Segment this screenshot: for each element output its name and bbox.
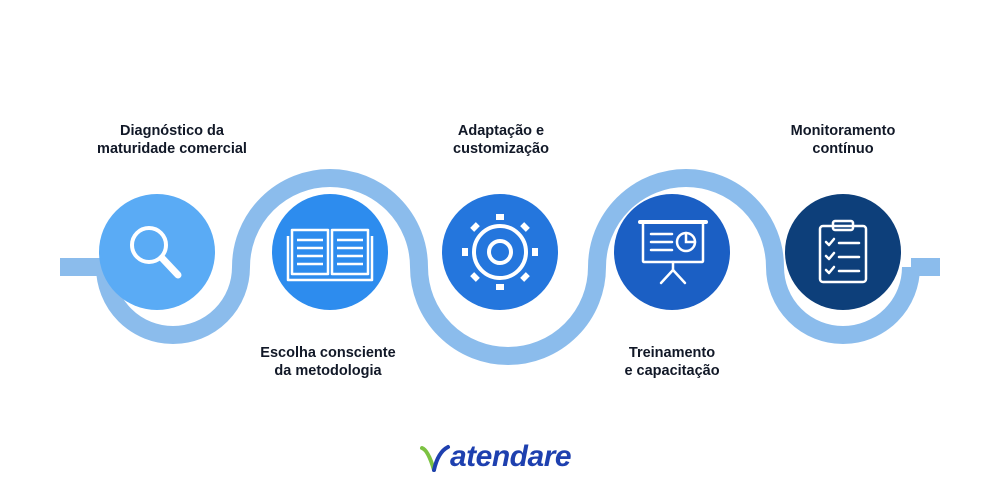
step-2-label-line2: da metodologia	[274, 363, 382, 379]
checklist-clipboard-icon	[818, 219, 868, 284]
step-5-label: Monitoramento contínuo	[733, 122, 953, 158]
step-5-label-line2: contínuo	[812, 141, 874, 157]
step-2-label-line1: Escolha consciente	[260, 345, 396, 361]
magnifying-glass-icon	[130, 226, 182, 279]
step-5-circle	[785, 194, 901, 310]
brand-name: atendare	[450, 440, 572, 473]
step-2-label: Escolha consciente da metodologia	[218, 344, 438, 380]
presentation-board-icon	[638, 220, 708, 285]
step-1-label: Diagnóstico da maturidade comercial	[62, 122, 282, 158]
step-5-label-line1: Monitoramento	[790, 123, 896, 139]
step-4-circle	[614, 194, 730, 310]
step-4-label-line1: Treinamento	[628, 345, 716, 361]
step-1-node	[99, 194, 215, 310]
open-book-icon	[286, 228, 374, 282]
step-3-label: Adaptação e customização	[391, 122, 611, 158]
step-3-label-line1: Adaptação e	[457, 123, 545, 139]
step-4-label-line2: e capacitação	[624, 363, 720, 379]
step-4-node	[614, 194, 730, 310]
step-1-label-line2: maturidade comercial	[97, 141, 247, 157]
step-3-node	[442, 194, 558, 310]
step-1-circle	[99, 194, 215, 310]
brand-logo: atendare	[418, 438, 588, 478]
brand-mark-icon	[420, 445, 450, 472]
gear-icon	[462, 214, 538, 290]
step-3-circle	[442, 194, 558, 310]
step-3-label-line2: customização	[453, 141, 549, 157]
step-2-circle	[272, 194, 388, 310]
step-4-label: Treinamento e capacitação	[562, 344, 782, 380]
step-2-node	[272, 194, 388, 310]
wave-connector	[60, 169, 940, 365]
step-5-node	[785, 194, 901, 310]
step-1-label-line1: Diagnóstico da	[120, 123, 224, 139]
